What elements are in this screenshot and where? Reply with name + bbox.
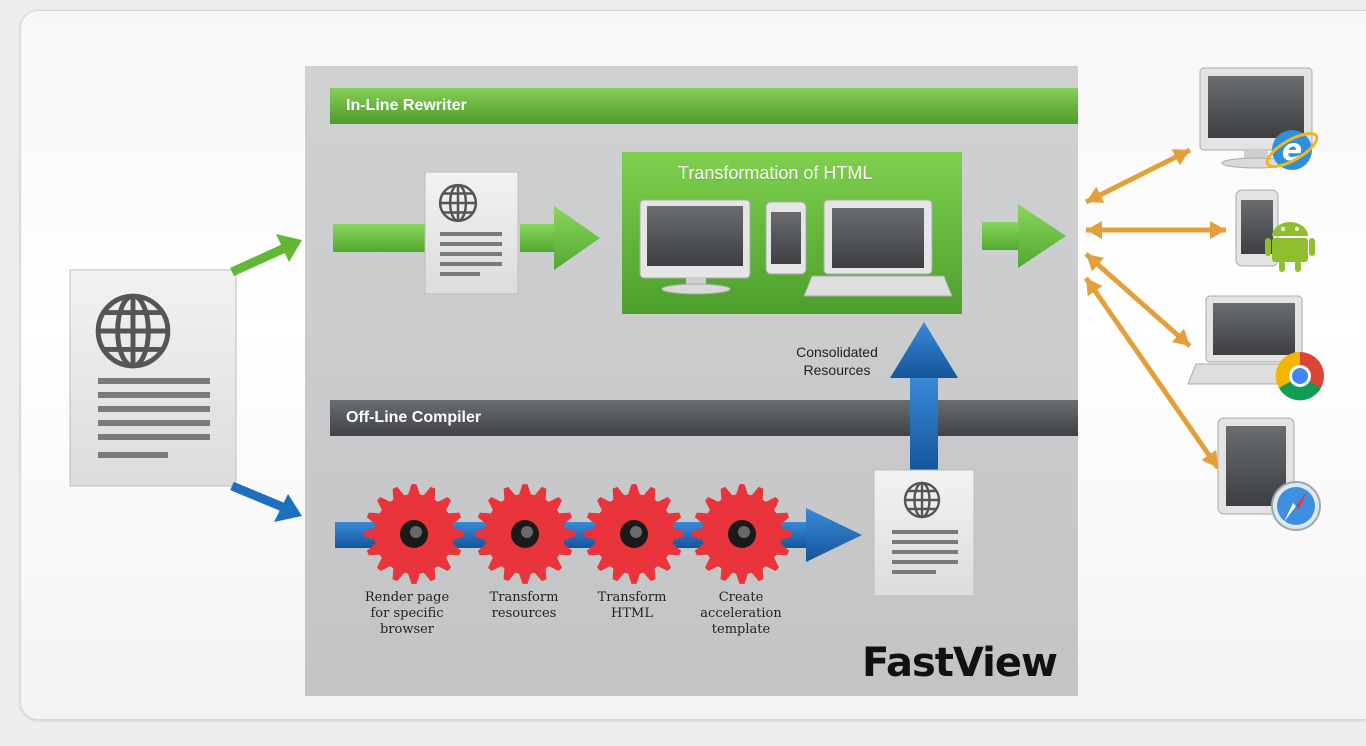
gear-icon <box>692 484 792 584</box>
gear-step-label-4: Create acceleration template <box>700 590 782 637</box>
offline-pipeline-arrowhead <box>806 508 862 562</box>
bidirectional-arrow <box>1086 221 1226 239</box>
bidirectional-arrow <box>1083 276 1221 470</box>
inline-arrow-to-transform <box>520 206 600 270</box>
green-split-arrow <box>230 234 302 277</box>
compiled-document-icon <box>873 469 975 597</box>
inline-rewriter-title: In-Line Rewriter <box>346 97 467 114</box>
gear-icon <box>475 484 575 584</box>
inline-input-bar <box>333 224 425 252</box>
gear-icon <box>584 484 684 584</box>
tablet-safari-icon <box>1217 417 1321 531</box>
phone-device-icon <box>765 201 807 275</box>
inline-document-icon <box>424 171 519 295</box>
gear-step-label-3: Transform HTML <box>597 590 667 621</box>
offline-compiler-band <box>330 400 1078 436</box>
inline-output-arrow <box>982 204 1066 268</box>
fastview-brand-logo: FastView <box>862 640 1058 686</box>
blue-split-arrow <box>230 481 302 522</box>
laptop-device-icon <box>803 199 953 297</box>
monitor-device-icon <box>639 199 751 295</box>
gear-icon <box>364 484 464 584</box>
gear-step-label-1: Render page for specific browser <box>364 590 450 637</box>
consolidated-resources-label: Consolidated Resources <box>796 344 878 378</box>
transformation-title: Transformation of HTML <box>678 163 873 183</box>
offline-compiler-title: Off-Line Compiler <box>346 409 482 426</box>
android-phone-icon <box>1235 189 1315 272</box>
gear-step-label-2: Transform resources <box>489 590 559 621</box>
source-document-icon <box>69 269 237 487</box>
bidirectional-arrow <box>1084 147 1192 205</box>
consolidated-resources-arrow <box>890 322 958 472</box>
laptop-chrome-icon <box>1187 295 1324 401</box>
bidirectional-arrow <box>1084 252 1192 348</box>
desktop-ie-icon: e <box>1199 67 1319 170</box>
inline-rewriter-band <box>330 88 1078 124</box>
